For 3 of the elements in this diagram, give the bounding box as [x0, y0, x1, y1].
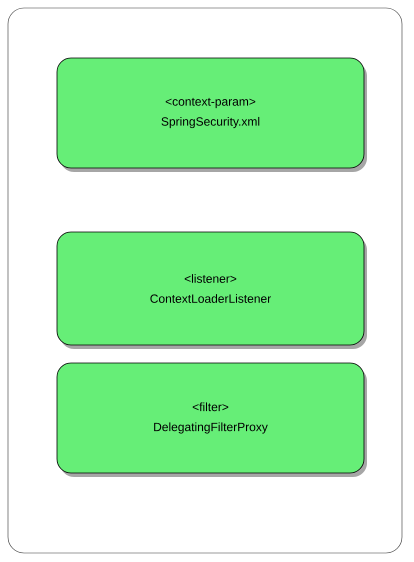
process-box: <context-param> SpringSecurity.xml: [56, 58, 367, 172]
process-box: <filter> DelegatingFilterProxy: [56, 362, 367, 477]
process-box: <listener> ContextLoaderListener: [56, 232, 367, 349]
